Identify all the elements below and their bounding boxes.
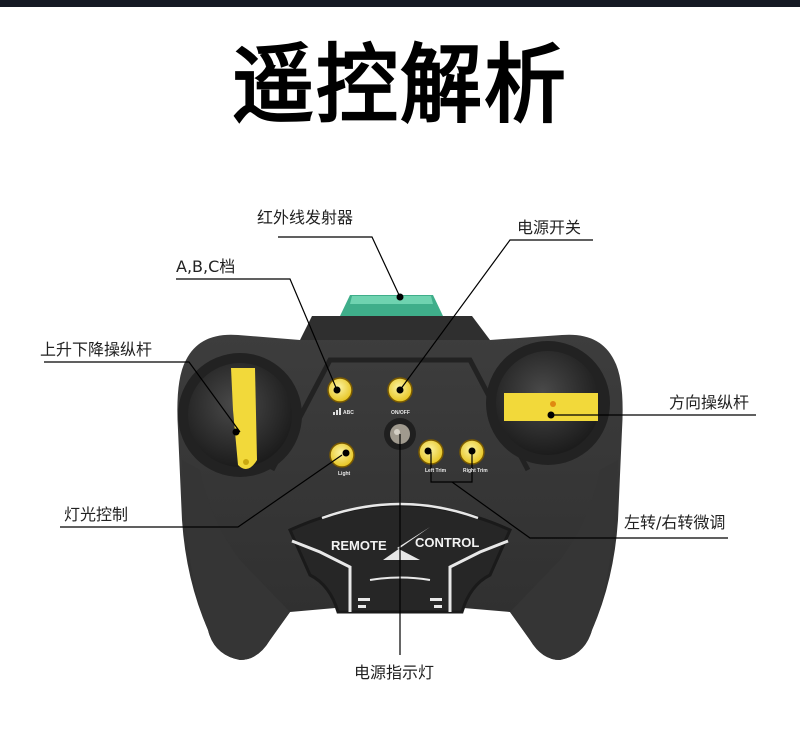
x-logo-icon — [383, 527, 430, 560]
top-bar — [0, 0, 800, 7]
brand-control: CONTROL — [415, 535, 480, 550]
light-label: Light — [338, 471, 351, 477]
label-light-control: 灯光控制 — [64, 505, 129, 524]
direction-stick[interactable] — [486, 341, 610, 465]
callout-lines — [44, 236, 756, 655]
label-ir-emitter: 红外线发射器 — [257, 208, 354, 227]
label-throttle-stick: 上升下降操纵杆 — [40, 340, 153, 359]
label-power-indicator: 电源指示灯 — [354, 663, 435, 682]
label-direction-stick: 方向操纵杆 — [669, 393, 750, 412]
left-trim-label: Left Trim — [425, 468, 447, 474]
signal-bars-icon — [333, 408, 341, 415]
label-power-switch: 电源开关 — [517, 218, 582, 237]
callout-dots — [232, 293, 555, 457]
onoff-label: ON/OFF — [391, 410, 410, 416]
right-trim-label: Right Trim — [463, 468, 488, 474]
brand-remote: REMOTE — [331, 538, 387, 553]
label-trim: 左转/右转微调 — [624, 513, 726, 532]
label-abc-gear: A,B,C档 — [176, 257, 236, 276]
throttle-stick[interactable] — [178, 353, 302, 477]
abc-label: ABC — [343, 410, 354, 416]
page-title: 遥控解析 — [231, 35, 568, 136]
ir-emitter — [340, 295, 443, 316]
